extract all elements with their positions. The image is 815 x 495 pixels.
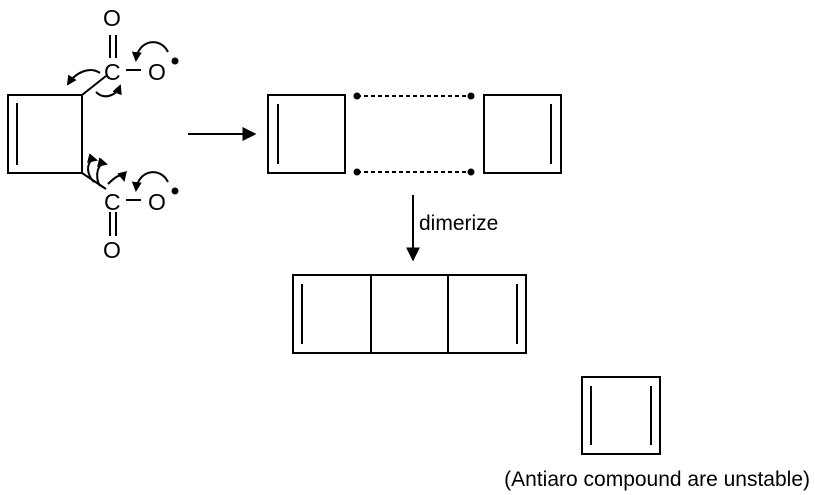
bottom-radical-oxygen: O [148, 189, 166, 215]
top-right-radical-dot [467, 92, 475, 100]
top-bond-curly-arrow-right [95, 84, 122, 98]
bottom-bond-curly-arrow-mid [96, 157, 108, 187]
radical-dots [353, 92, 475, 176]
top-carboxyl-carbon: C [104, 59, 121, 85]
bottom-right-radical-dot [467, 168, 475, 176]
bottom-bond-curly-arrow-left [87, 153, 98, 183]
bottom-carboxyl-carbon: C [104, 189, 121, 215]
cyclobutene-dicarboxylate [7, 35, 141, 236]
right-cyclobutadiene-ring [483, 94, 562, 174]
bottom-oxygen-curly-arrow [131, 171, 169, 192]
top-radical-oxygen: O [148, 59, 166, 85]
bottom-oxo-oxygen: O [103, 237, 121, 263]
top-radical-dot [171, 57, 179, 65]
caption: (Antiaro compound are unstable) [504, 468, 810, 491]
top-oxo-oxygen: O [103, 5, 121, 31]
bond-ring-to-top-carbon [81, 75, 107, 96]
cyclobutadiene [581, 376, 661, 455]
top-left-radical-dot [353, 92, 361, 100]
bottom-bond-curly-arrow-right [107, 171, 127, 185]
bottom-left-radical-dot [353, 168, 361, 176]
bottom-radical-dot [171, 187, 179, 195]
tricyclic-product [292, 274, 527, 354]
cyclobutene-ring [7, 94, 83, 174]
cyclobutadiene-ring [581, 376, 661, 455]
dimerize-label: dimerize [419, 212, 498, 235]
product-outer-frame [292, 274, 527, 354]
left-cyclobutadiene-ring [267, 94, 346, 174]
top-oxygen-curly-arrow [131, 41, 169, 62]
electron-pushing-arrows [66, 41, 169, 192]
cyclobutadiene-intermediate [267, 94, 562, 174]
top-bond-curly-arrow-left [66, 69, 101, 86]
